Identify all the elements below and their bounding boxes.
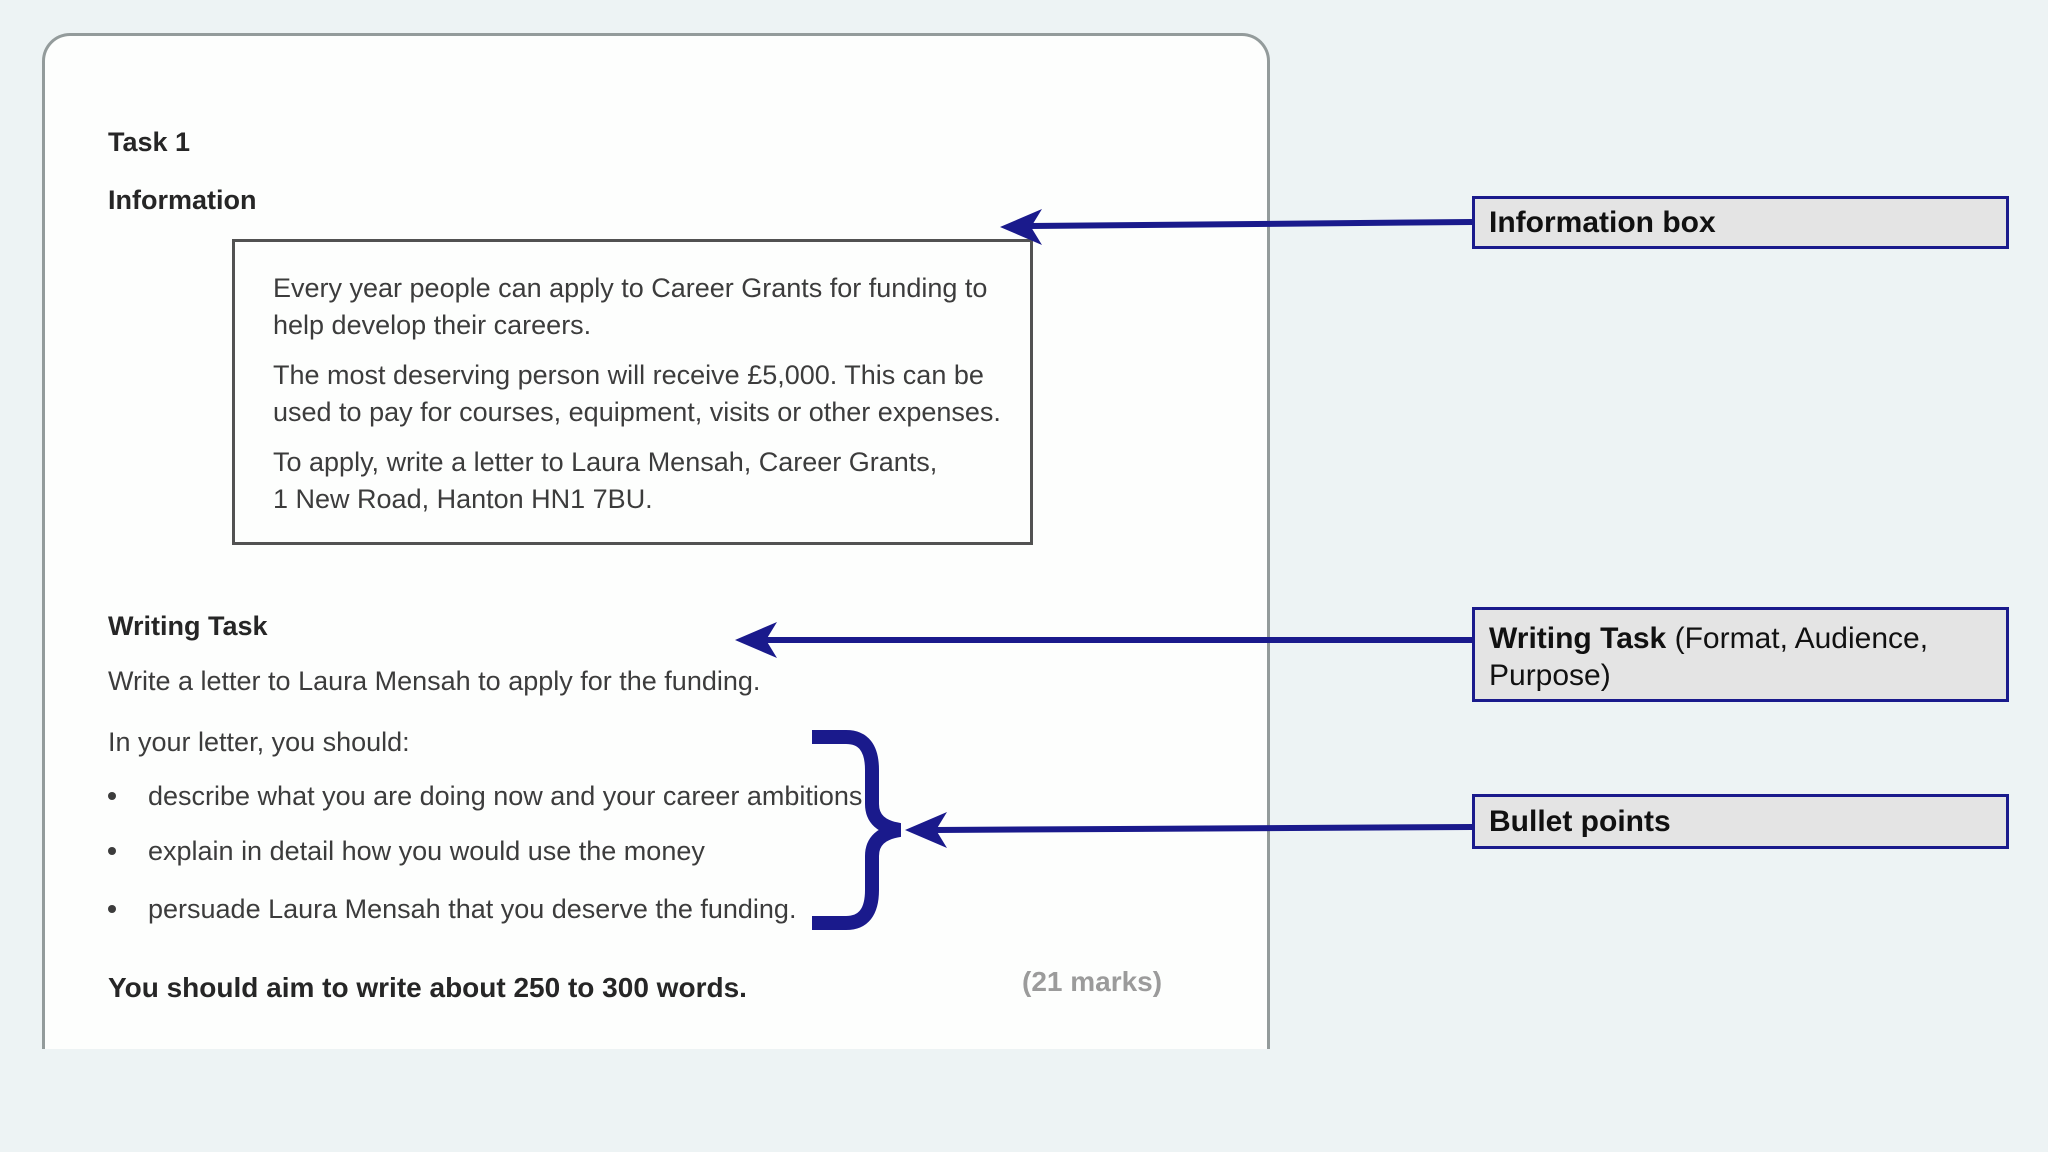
bullet-dot-icon [108,846,116,855]
marks-badge: (21 marks) [1022,966,1163,997]
bullet-dot-icon [108,791,116,800]
writing-task-label-rest: (Format, Audience, Purpose) [1489,622,1929,692]
bullet-text: explain in detail how you would use the … [148,836,705,866]
bullet-item: describe what you are doing now and your… [108,778,862,815]
bullet-text: describe what you are doing now and your… [148,781,863,811]
information-box-label: Information box [1472,196,2009,249]
info-paragraph-3: To apply, write a letter to Laura Mensah… [273,447,938,514]
letter-intro: In your letter, you should: [108,727,410,757]
bullet-text: persuade Laura Mensah that you deserve t… [148,894,797,924]
writing-task-label: Writing Task (Format, Audience, Purpose) [1472,607,2009,702]
bullet-item: explain in detail how you would use the … [108,833,705,870]
information-heading: Information [108,185,257,215]
bullet-points-label: Bullet points [1472,794,2009,849]
bullet-dot-icon [108,904,116,913]
bullet-item: persuade Laura Mensah that you deserve t… [108,891,796,928]
information-box: Every year people can apply to Career Gr… [232,239,1033,545]
writing-task-label-bold: Writing Task [1489,622,1667,655]
writing-task-heading: Writing Task [108,611,268,641]
exam-panel: Task 1 Information Every year people can… [42,33,1270,1049]
info-paragraph-1: Every year people can apply to Career Gr… [273,273,988,340]
task-title: Task 1 [108,127,191,157]
info-paragraph-2: The most deserving person will receive £… [273,360,1001,427]
task-instruction: Write a letter to Laura Mensah to apply … [108,666,761,696]
word-count-note: You should aim to write about 250 to 300… [108,972,747,1003]
